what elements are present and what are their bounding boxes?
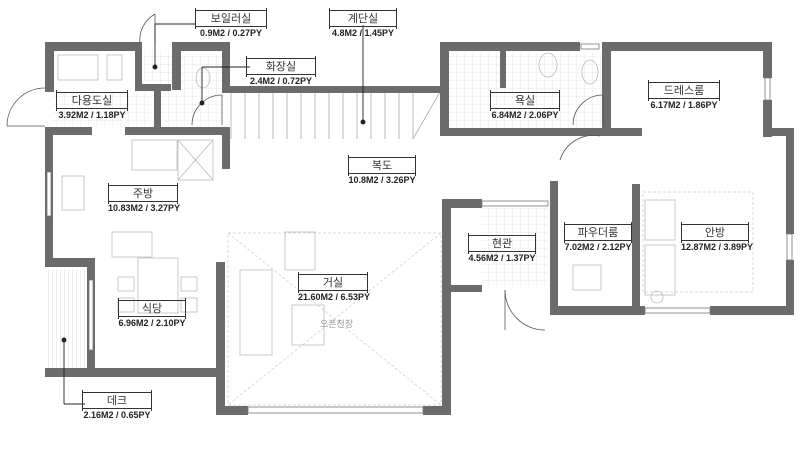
room-label-hall: 복도 10.8M2 / 3.26PY: [348, 155, 416, 186]
room-area: 4.56M2 / 1.37PY: [468, 253, 536, 263]
open-ceiling-outline: [227, 191, 754, 406]
room-label-living: 거실 21.60M2 / 6.53PY: [298, 272, 371, 303]
room-area: 6.96M2 / 2.10PY: [118, 318, 186, 328]
room-label-bath: 욕실 6.84M2 / 2.06PY: [490, 90, 560, 121]
room-label-dressroom: 드레스룸 6.17M2 / 1.86PY: [648, 80, 720, 111]
room-name: 안방: [681, 222, 749, 243]
room-name: 주방: [108, 183, 178, 204]
room-area: 7.02M2 / 2.12PY: [564, 242, 632, 252]
deck-floor: [47, 270, 93, 370]
room-area: 4.8M2 / 1.45PY: [331, 28, 395, 38]
room-label-dining: 식당 6.96M2 / 2.10PY: [118, 298, 186, 329]
room-label-powderroom: 파우더룸 7.02M2 / 2.12PY: [564, 222, 632, 253]
room-name: 거실: [298, 272, 368, 293]
tiled-floors: [53, 50, 603, 286]
room-area: 21.60M2 / 6.53PY: [298, 292, 371, 302]
room-name: 욕실: [490, 90, 560, 111]
room-name: 식당: [118, 298, 186, 319]
room-label-boiler: 보일러실 0.9M2 / 0.27PY: [195, 8, 267, 39]
room-name: 계단실: [329, 8, 397, 29]
walls: [45, 42, 794, 415]
windows: [46, 43, 793, 414]
room-area: 3.92M2 / 1.18PY: [58, 110, 126, 120]
room-name: 다용도실: [56, 90, 128, 111]
room-area: 10.8M2 / 3.26PY: [348, 175, 416, 185]
room-area: 12.87M2 / 3.89PY: [681, 242, 754, 252]
open-ceiling-note: 오픈천장: [320, 320, 354, 330]
room-area: 6.17M2 / 1.86PY: [650, 100, 718, 110]
leader-lines: [61, 23, 366, 405]
room-name: 파우더룸: [564, 222, 632, 243]
room-name: 드레스룸: [648, 80, 720, 101]
room-label-kitchen: 주방 10.83M2 / 3.27PY: [108, 183, 181, 214]
room-area: 2.16M2 / 0.65PY: [83, 410, 151, 420]
room-name: 데크: [82, 390, 152, 411]
room-area: 6.84M2 / 2.06PY: [491, 110, 559, 120]
room-label-powder: 화장실 2.4M2 / 0.72PY: [246, 56, 316, 87]
room-label-stairs: 계단실 4.8M2 / 1.45PY: [329, 8, 397, 39]
room-label-master: 안방 12.87M2 / 3.89PY: [681, 222, 754, 253]
room-area: 2.4M2 / 0.72PY: [249, 76, 313, 86]
room-name: 보일러실: [195, 8, 267, 29]
room-label-deck: 데크 2.16M2 / 0.65PY: [82, 390, 152, 421]
room-name: 화장실: [246, 56, 316, 77]
room-area: 10.83M2 / 3.27PY: [108, 203, 181, 213]
stairs: [230, 91, 441, 140]
room-label-entry: 현관 4.56M2 / 1.37PY: [468, 233, 536, 264]
room-name: 현관: [468, 233, 536, 254]
room-name: 복도: [348, 155, 416, 176]
room-area: 0.9M2 / 0.27PY: [199, 28, 263, 38]
room-label-utility: 다용도실 3.92M2 / 1.18PY: [56, 90, 128, 121]
